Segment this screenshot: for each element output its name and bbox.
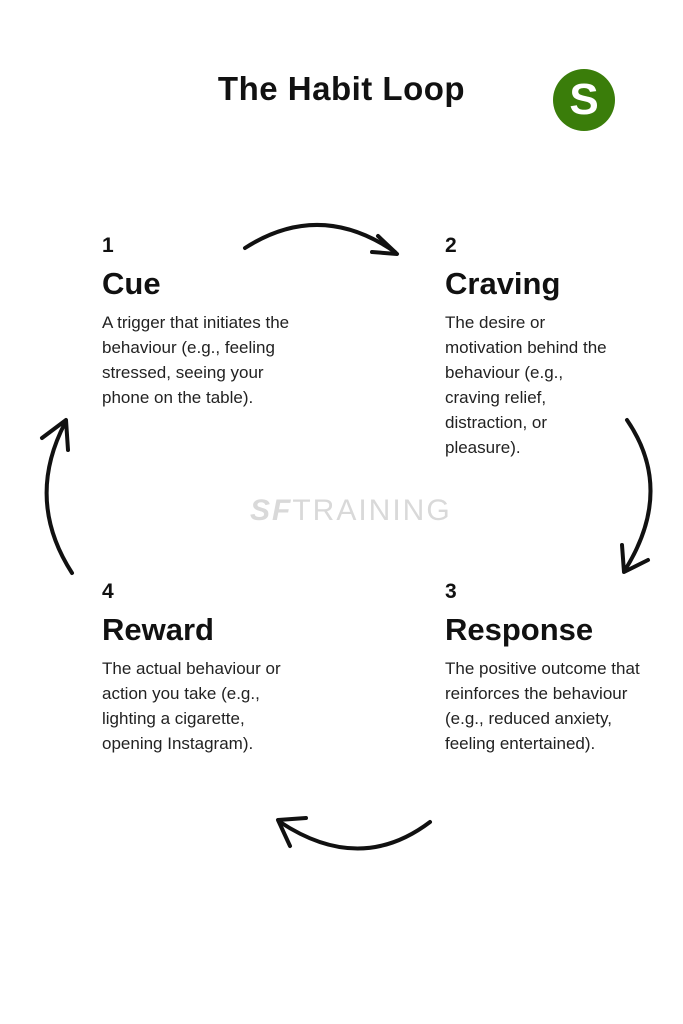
logo: S (553, 69, 615, 131)
page-title: The Habit Loop (217, 70, 466, 107)
step-number: 4 (102, 580, 114, 603)
step-response: 3 Response The positive outcome that rei… (445, 580, 655, 756)
step-description: The positive outcome that reinforces the… (445, 659, 640, 753)
step-cue: 1 Cue A trigger that initiates the behav… (102, 234, 302, 410)
step-description: The desire or motivation behind the beha… (445, 313, 607, 457)
arrow-response-to-reward-icon (276, 816, 432, 851)
step-heading: Craving (445, 266, 561, 301)
step-reward: 4 Reward The actual behaviour or action … (102, 580, 302, 756)
watermark: SFTRAINING (250, 494, 452, 528)
step-heading: Cue (102, 266, 161, 301)
step-craving: 2 Craving The desire or motivation behin… (445, 234, 645, 460)
step-description: A trigger that initiates the behaviour (… (102, 313, 290, 407)
step-heading: Response (445, 612, 594, 647)
step-description: The actual behaviour or action you take … (102, 659, 281, 753)
watermark-bold: SF (250, 494, 293, 527)
step-heading: Reward (102, 612, 214, 647)
arrow-cue-to-craving-icon (243, 223, 399, 256)
step-number: 3 (445, 580, 457, 603)
step-number: 2 (445, 234, 457, 257)
watermark-light: TRAINING (292, 494, 452, 527)
step-number: 1 (102, 234, 114, 257)
arrow-craving-to-response-icon (620, 418, 653, 574)
arrow-reward-to-cue-icon (40, 418, 74, 575)
